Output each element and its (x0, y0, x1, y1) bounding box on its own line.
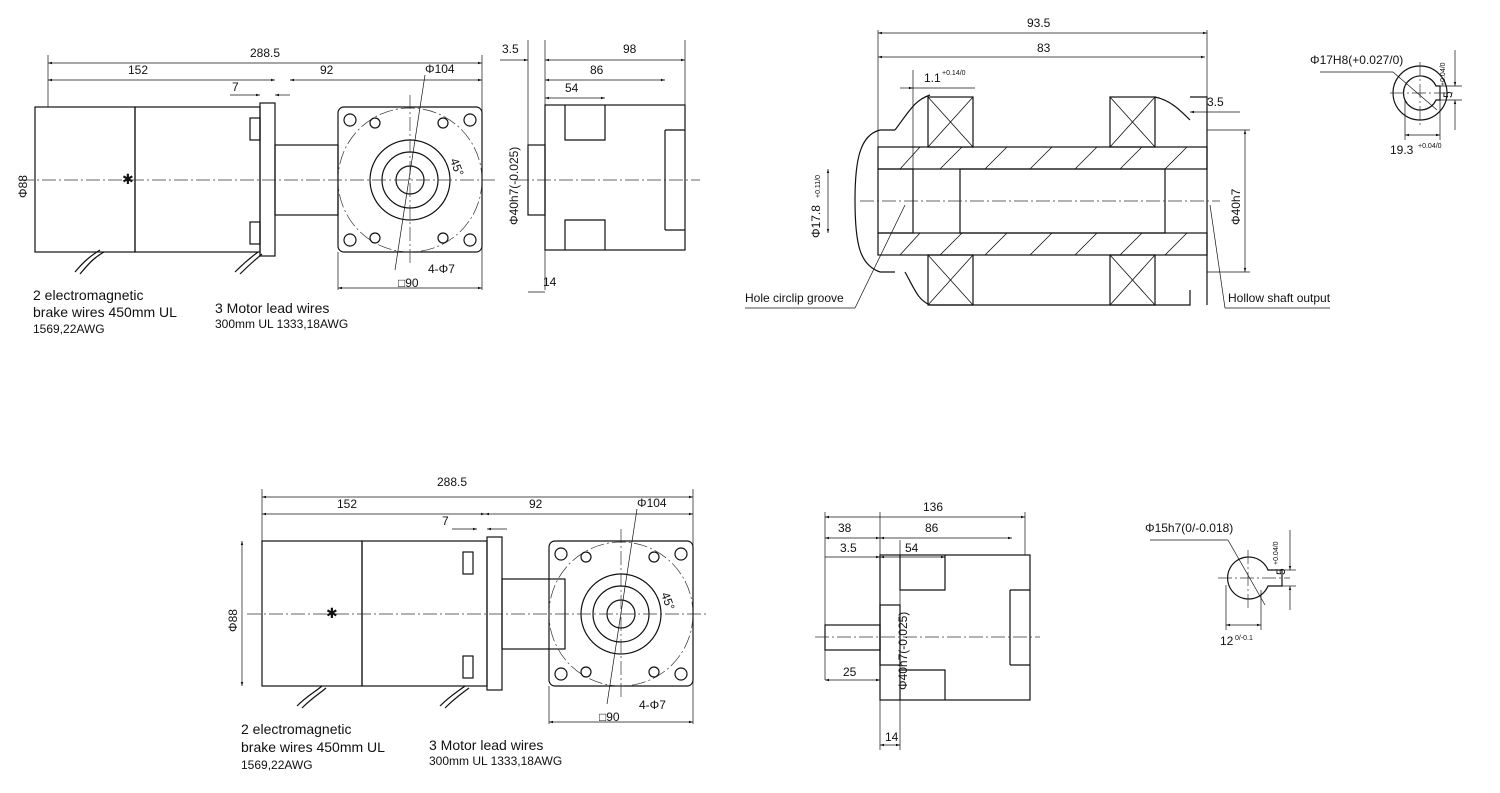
dim-key: 5 (1274, 568, 1288, 575)
dim-3-5: 3.5 (840, 541, 857, 555)
solid-shaft-detail: Φ15h7(0/-0.018) 12 0/-0.1 5 +0.04/0 (1145, 521, 1296, 648)
motor-front-view-top: ✱ 288.5 152 92 7 Φ104 45° Φ88 □90 4-Φ7 2… (16, 46, 495, 336)
dim-angle: 45° (658, 590, 677, 612)
gearbox-side-view-bottom: 136 38 86 3.5 54 25 14 Φ40h7(-0.025) (815, 500, 1040, 750)
dim-3-5: 3.5 (1207, 95, 1224, 109)
dim-gear: 92 (529, 497, 543, 511)
dim-gap: 7 (442, 514, 449, 528)
gearbox-side-view-top: 3.5 98 86 54 14 Φ40h7(-0.025) (500, 40, 700, 293)
dim-pilot: Φ40h7(-0.025) (507, 147, 521, 225)
dim-14: 14 (885, 730, 899, 744)
dim-holes: 4-Φ7 (639, 698, 666, 712)
dim-total: 288.5 (250, 46, 280, 60)
hollow-shaft-section: 93.5 83 1.1 +0.14/0 3.5 Φ17.8 +0.11/0 Φ4… (745, 16, 1331, 309)
dim-flat-tolerance: 0/-0.1 (1235, 635, 1253, 642)
dim-bore-tolerance: +0.11/0 (815, 175, 822, 198)
brake-wires-label: brake wires 450mm UL (33, 304, 177, 320)
dim-gear: 92 (320, 63, 334, 77)
motor-wires-label: 3 Motor lead wires (215, 300, 329, 316)
hollow-shaft-label: Hollow shaft output (1228, 291, 1331, 305)
dim-motor: 152 (337, 497, 357, 511)
brake-wires-label: 2 electromagnetic (33, 287, 144, 303)
dim-25: 25 (843, 665, 857, 679)
motor-wires-label: 300mm UL 1333,18AWG (429, 754, 562, 768)
dim-86: 86 (590, 63, 604, 77)
dim-14: 14 (543, 275, 557, 289)
dim-diameter: Φ88 (226, 609, 240, 632)
dim-83: 83 (1037, 41, 1051, 55)
motor-wires-label: 300mm UL 1333,18AWG (215, 317, 348, 331)
brake-wires-label: 1569,22AWG (241, 758, 313, 772)
dim-depth: 19.3 (1390, 143, 1414, 157)
dim-54: 54 (565, 81, 579, 95)
dim-gap: 7 (232, 80, 239, 94)
dim-1-1: 1.1 (924, 71, 941, 85)
hollow-bore-detail: Φ17H8(+0.027/0) 19.3 +0.04/0 5 +0.04/0 (1310, 50, 1462, 157)
motor-wires-label: 3 Motor lead wires (429, 737, 543, 753)
dim-square: □90 (599, 710, 620, 724)
brake-wires-label: 2 electromagnetic (241, 721, 352, 737)
dim-93-5: 93.5 (1027, 16, 1051, 30)
dim-total: 288.5 (437, 475, 467, 489)
brake-wires-label: 1569,22AWG (33, 322, 105, 336)
motor-front-view-bottom: ✱ 288.5 152 92 7 Φ104 45° Φ88 □90 4-Φ7 2… (226, 475, 707, 772)
dim-circle: Φ104 (637, 496, 667, 510)
dim-38: 38 (838, 521, 852, 535)
dim-shaft: Φ15h7(0/-0.018) (1145, 521, 1233, 535)
dim-54: 54 (905, 541, 919, 555)
dim-1-1-tolerance: +0.14/0 (942, 70, 966, 77)
dim-holes: 4-Φ7 (428, 262, 455, 276)
dim-bore: Φ17H8(+0.027/0) (1310, 53, 1403, 67)
dim-key-tolerance: +0.04/0 (1273, 541, 1280, 565)
dim-angle: 45° (447, 156, 466, 178)
dim-136: 136 (923, 500, 943, 514)
brake-wires-label: brake wires 450mm UL (241, 739, 385, 755)
dim-key: 5 (1441, 91, 1455, 98)
screw-symbol: ✱ (122, 171, 134, 187)
screw-symbol: ✱ (326, 605, 338, 621)
dim-98: 98 (623, 42, 637, 56)
circlip-groove-label: Hole circlip groove (745, 291, 844, 305)
dim-pilot: Φ40h7 (1229, 188, 1243, 225)
dim-square: □90 (398, 276, 419, 290)
dim-bore: Φ17.8 (809, 205, 823, 238)
dim-circle: Φ104 (425, 62, 455, 76)
dim-depth-tolerance: +0.04/0 (1418, 143, 1442, 150)
dim-86: 86 (925, 521, 939, 535)
dim-flat: 12 (1220, 634, 1234, 648)
dim-3-5: 3.5 (502, 42, 519, 56)
dim-pilot: Φ40h7(-0.025) (896, 612, 910, 690)
dim-diameter: Φ88 (16, 175, 30, 198)
dim-key-tolerance: +0.04/0 (1440, 62, 1447, 86)
dim-motor: 152 (128, 63, 148, 77)
